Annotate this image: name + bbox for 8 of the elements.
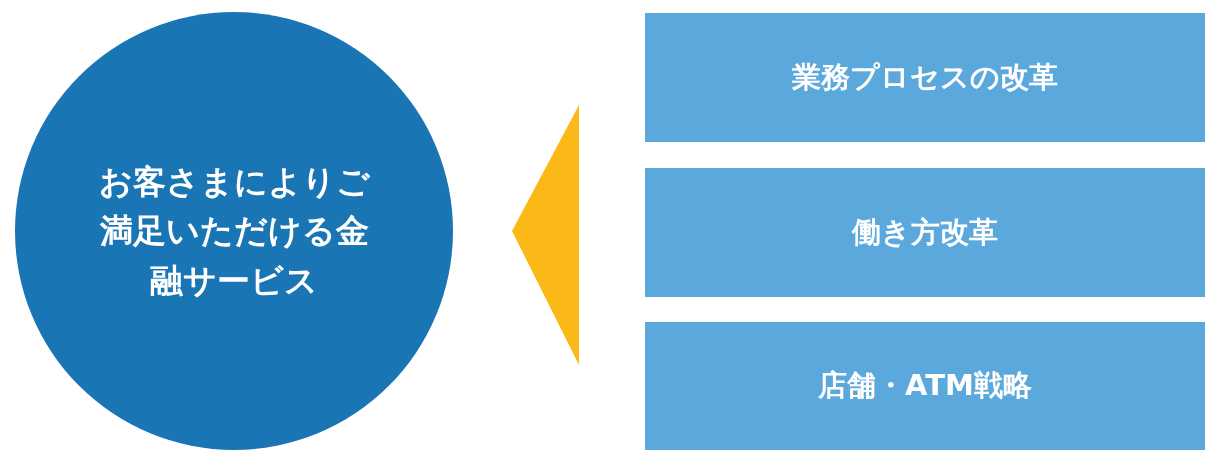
node-label: 働き方改革 — [850, 213, 999, 251]
process-box — [645, 13, 1205, 142]
node-label: 業務プロセスの改革 — [791, 58, 1059, 96]
chevron-arrow — [512, 105, 579, 365]
process-box — [645, 168, 1205, 297]
node-label: 店舗・ATM戦略 — [817, 367, 1033, 405]
process-box — [645, 322, 1205, 450]
node-label: お客さまによりご満足いただける金融サービス — [97, 160, 371, 302]
